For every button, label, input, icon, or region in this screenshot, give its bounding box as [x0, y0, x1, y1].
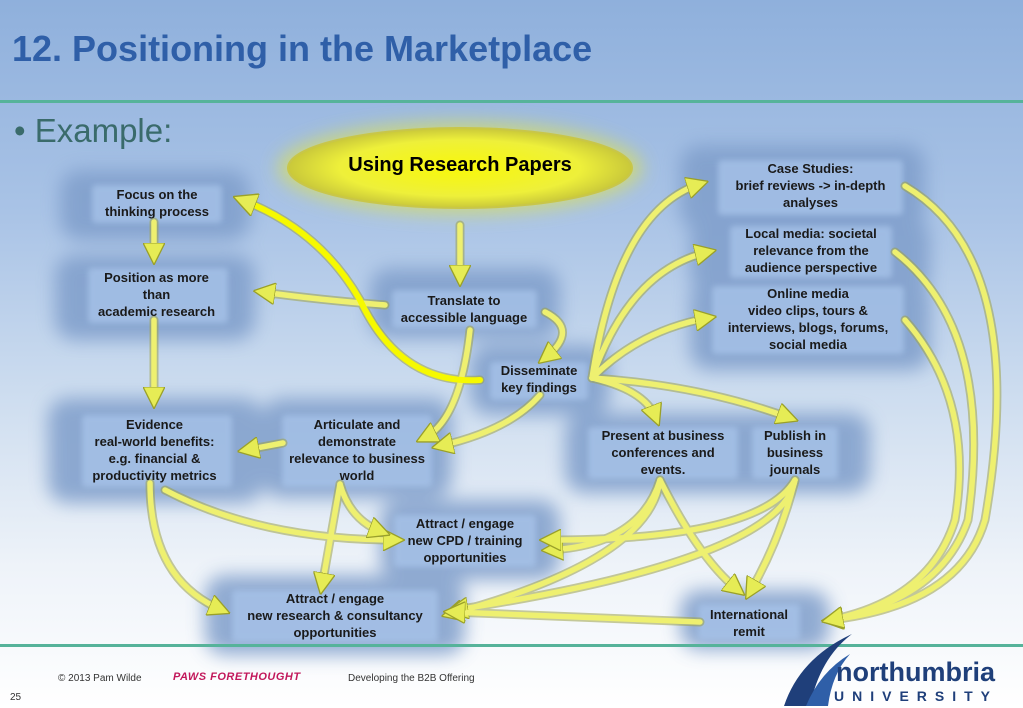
center-label: Using Research Papers [348, 154, 572, 176]
node-panels [82, 160, 904, 642]
page-number: 25 [10, 692, 22, 703]
slide-title: 12. Positioning in the Marketplace [12, 28, 593, 69]
university-logo-swoosh [784, 634, 852, 706]
title-divider [0, 100, 1023, 103]
highlight-arrow [242, 200, 483, 384]
footer-brand-logo: PAWS FORETHOUGHT [173, 671, 301, 683]
bullet-example: • Example: [14, 112, 173, 149]
center-ellipse [278, 122, 642, 214]
university-logo-subtitle: UNIVERSITY [834, 688, 999, 704]
footer-divider [0, 644, 1023, 647]
arrows [150, 184, 1002, 622]
footer-copyright: © 2013 Pam Wilde [58, 673, 142, 684]
footer-course-title: Developing the B2B Offering [348, 673, 475, 684]
university-logo-name: northumbria [836, 657, 995, 687]
